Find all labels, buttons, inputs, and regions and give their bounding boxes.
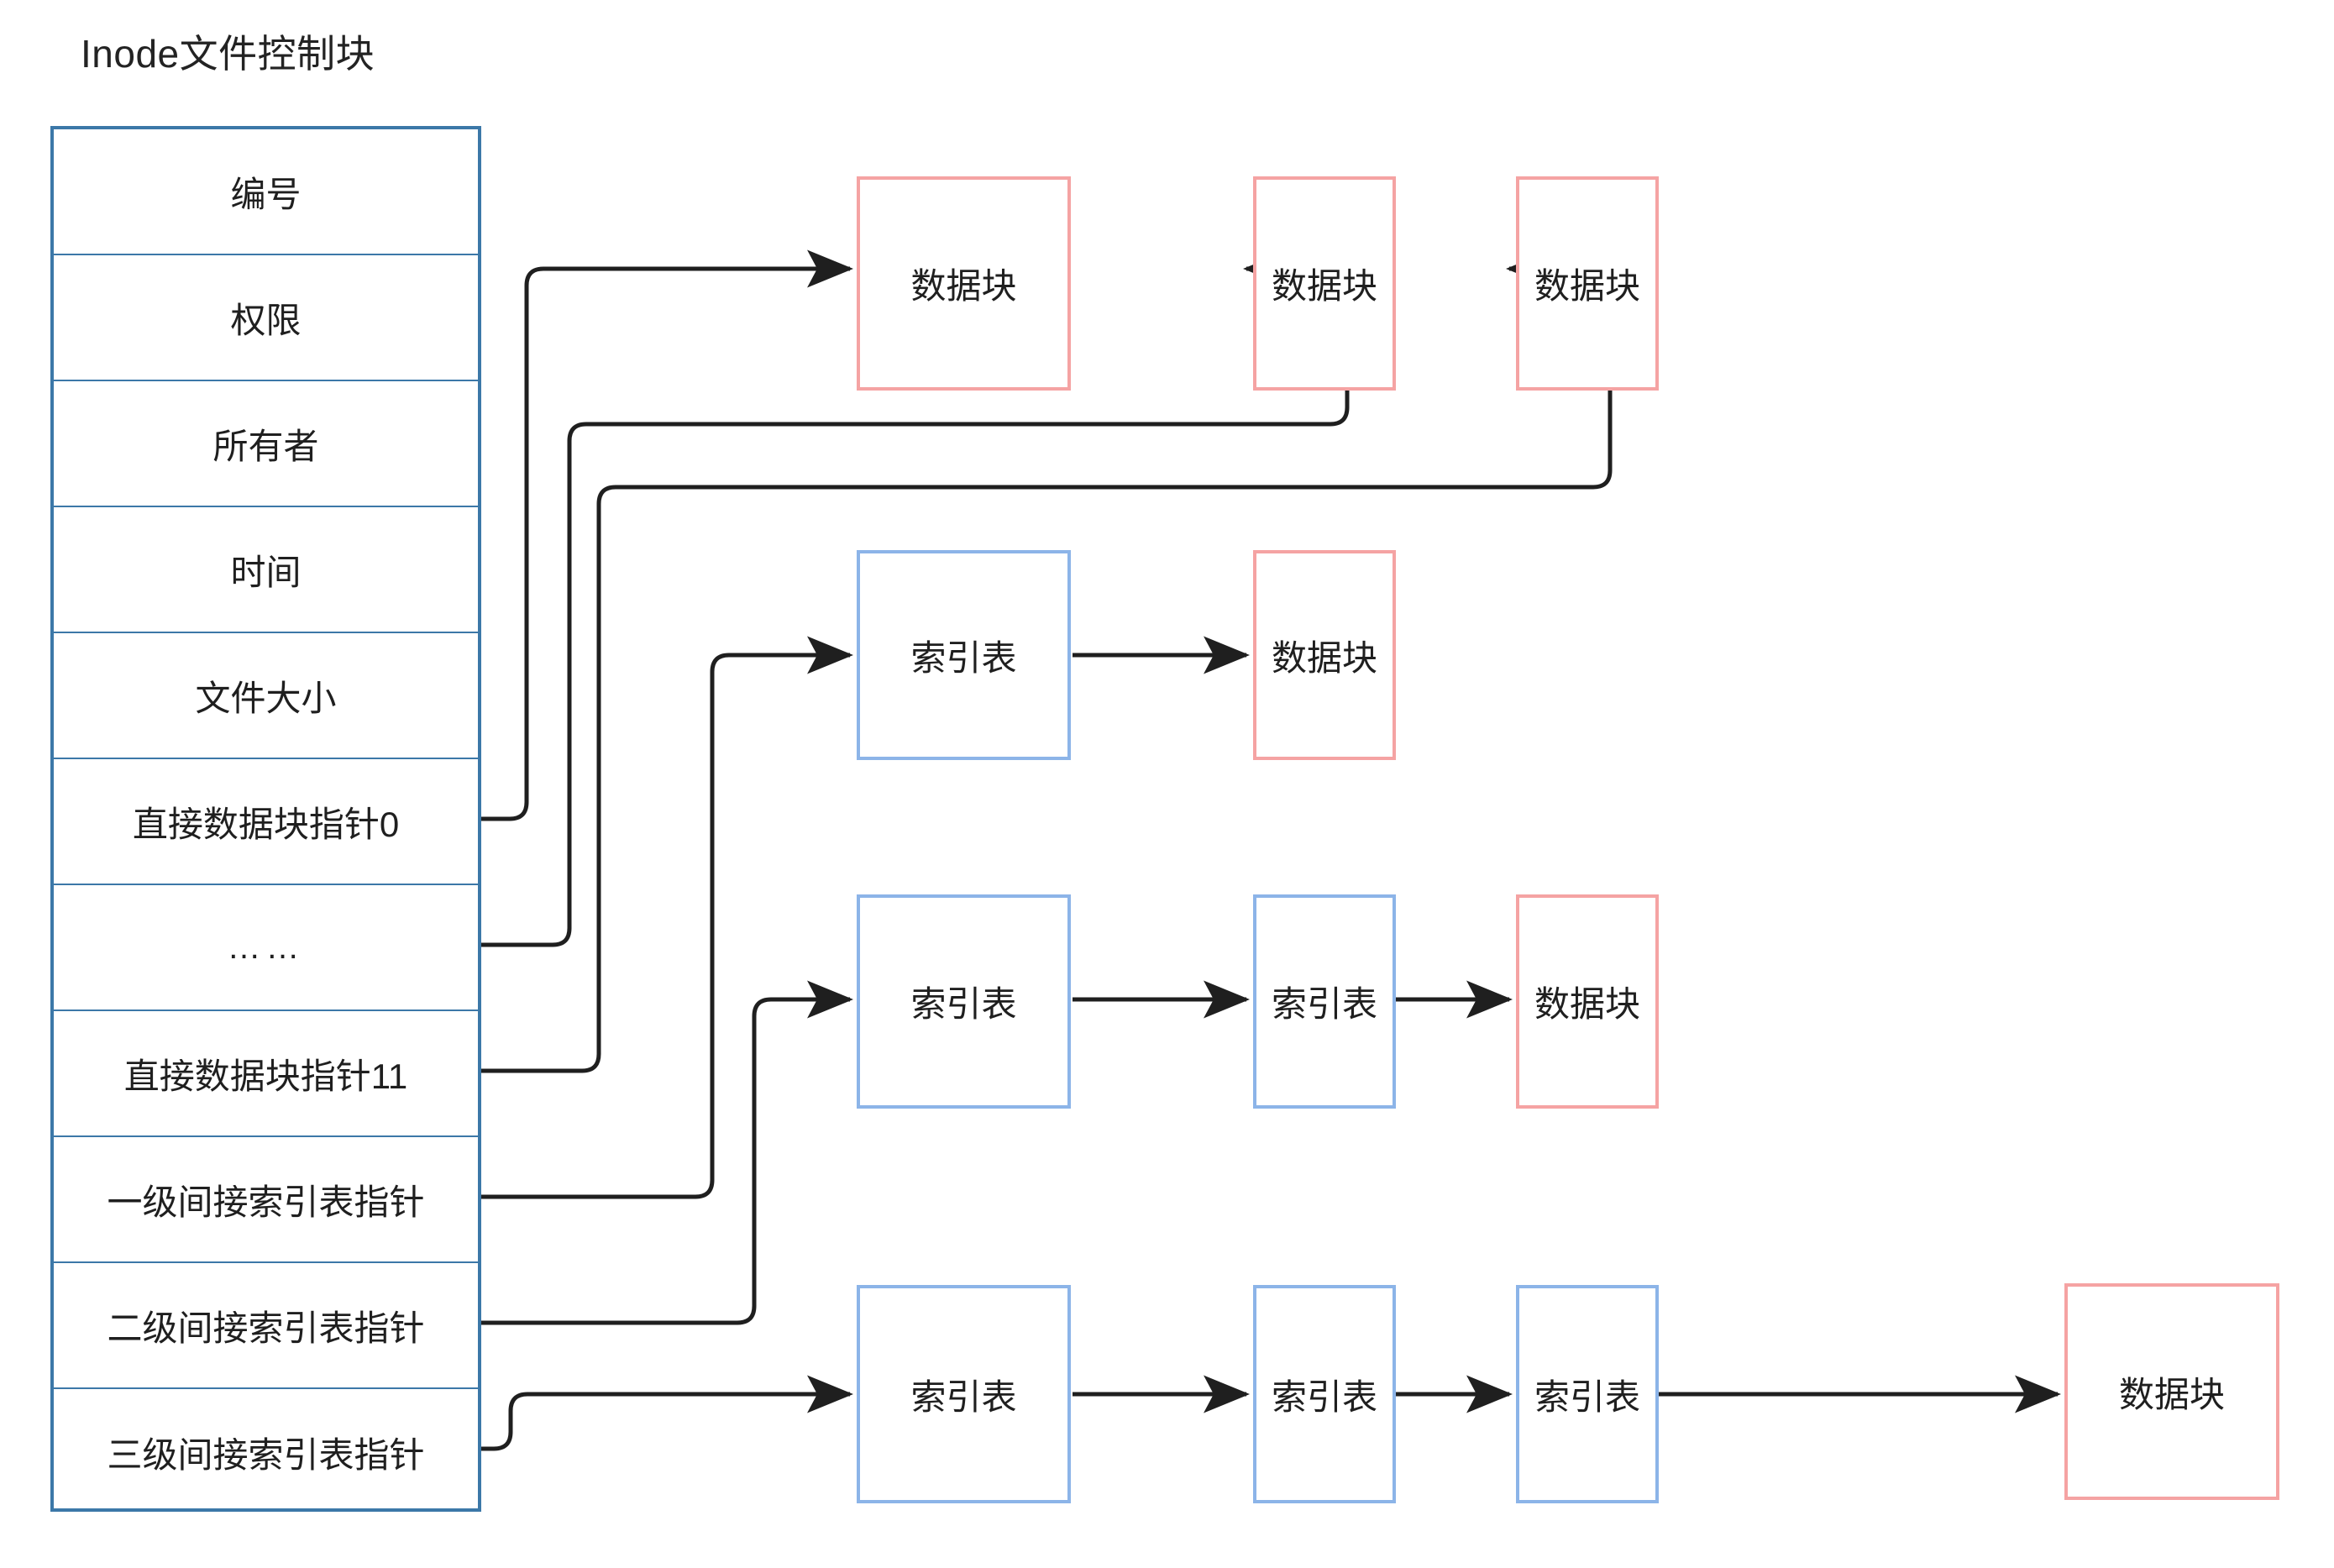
data-block-r2c2[interactable]: 数据块 — [1253, 550, 1396, 760]
inode-row-direct-pointer-0: 直接数据块指针0 — [54, 759, 478, 885]
inode-row-permission: 权限 — [54, 255, 478, 381]
inode-table: 编号 权限 所有者 时间 文件大小 直接数据块指针0 …… 直接数据块指针11 … — [50, 126, 481, 1512]
data-block-r1c2[interactable]: 数据块 — [1253, 176, 1396, 391]
wire-double-indirect-to-indextable — [481, 980, 854, 1325]
inode-row-number: 编号 — [54, 129, 478, 255]
index-table-r4c1[interactable]: 索引表 — [857, 1285, 1071, 1503]
data-block-r4c4[interactable]: 数据块 — [2064, 1283, 2279, 1500]
inode-row-single-indirect-pointer: 一级间接索引表指针 — [54, 1137, 478, 1263]
page-title: Inode文件控制块 — [81, 32, 375, 76]
index-table-r3c2[interactable]: 索引表 — [1253, 894, 1396, 1109]
wire-triple-indirect-to-indextable — [481, 1375, 854, 1451]
data-block-r1c1[interactable]: 数据块 — [857, 176, 1071, 391]
index-table-r4c3[interactable]: 索引表 — [1516, 1285, 1659, 1503]
inode-row-ellipsis: …… — [54, 885, 478, 1011]
inode-row-time: 时间 — [54, 507, 478, 633]
inode-row-filesize: 文件大小 — [54, 633, 478, 759]
index-table-r2c1[interactable]: 索引表 — [857, 550, 1071, 760]
inode-row-owner: 所有者 — [54, 381, 478, 507]
index-table-r3c1[interactable]: 索引表 — [857, 894, 1071, 1109]
inode-row-double-indirect-pointer: 二级间接索引表指针 — [54, 1263, 478, 1389]
inode-row-triple-indirect-pointer: 三级间接索引表指针 — [107, 1434, 425, 1475]
inode-row-direct-pointer-11: 直接数据块指针11 — [54, 1011, 478, 1137]
data-block-r1c3[interactable]: 数据块 — [1516, 176, 1659, 391]
index-table-r4c2[interactable]: 索引表 — [1253, 1285, 1396, 1503]
wire-direct0-to-datablock1 — [481, 249, 854, 821]
data-block-r3c3[interactable]: 数据块 — [1516, 894, 1659, 1109]
wire-single-indirect-to-indextable — [481, 636, 854, 1199]
